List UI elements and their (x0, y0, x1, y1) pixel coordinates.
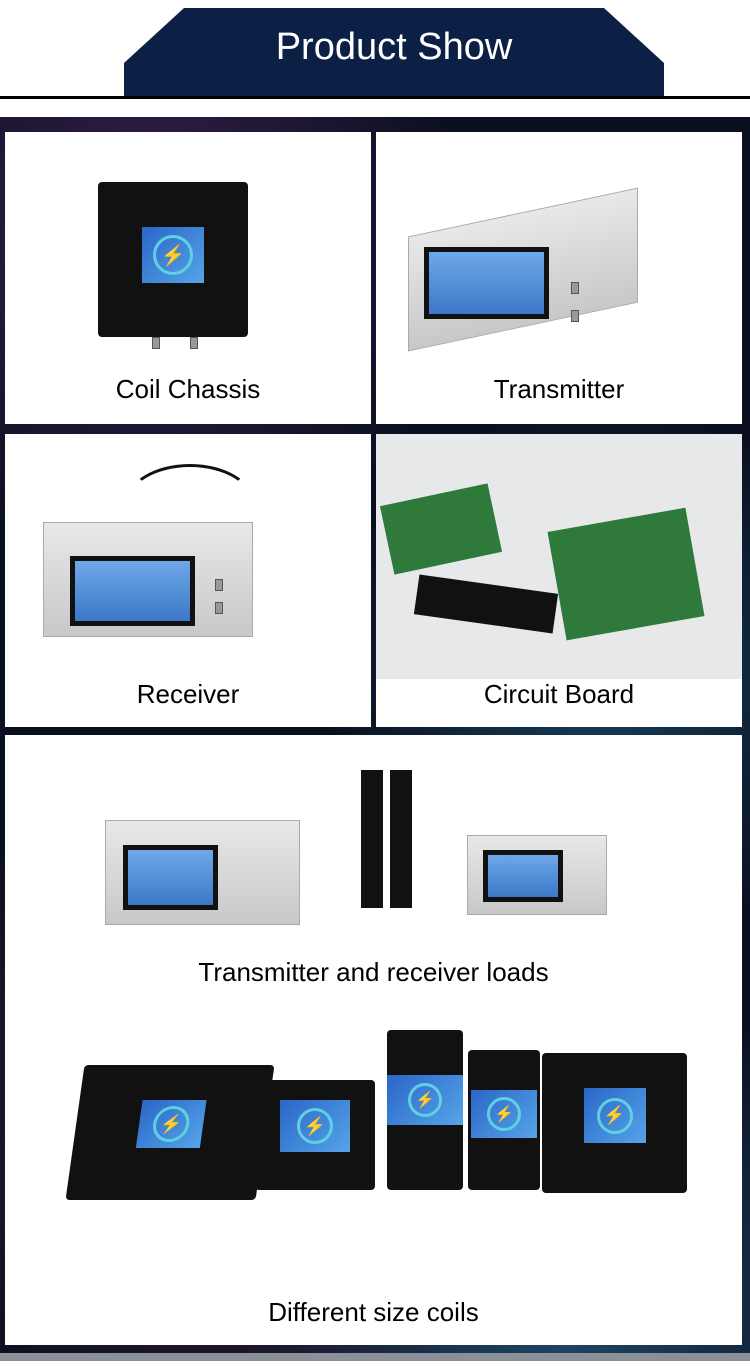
header-divider (0, 96, 750, 99)
panel-circuit-board: Circuit Board (376, 434, 742, 727)
section-title-tab: Product Show (124, 8, 664, 96)
caption: Transmitter (493, 374, 625, 404)
caption: Transmitter and receiver loads (198, 957, 549, 987)
caption: Receiver (136, 679, 240, 709)
caption: Circuit Board (483, 679, 635, 709)
coil-chassis-image: ⚡ (98, 182, 248, 337)
caption: Different size coils (268, 1297, 479, 1327)
caption: Coil Chassis (115, 374, 261, 404)
coil-medium: ⚡ (255, 1080, 375, 1190)
coil-pair-image (361, 770, 383, 908)
panel-receiver: Receiver (5, 434, 371, 727)
panel-transmitter: Transmitter (376, 132, 742, 424)
coil-narrow: ⚡ (468, 1050, 540, 1190)
section-title: Product Show (275, 26, 513, 68)
coil-tall: ⚡ (387, 1030, 463, 1190)
panel-coil-chassis: ⚡ Coil Chassis (5, 132, 371, 424)
coil-rect: ⚡ (542, 1053, 687, 1193)
panel-system-and-coils: Transmitter and receiver loads ⚡ ⚡ ⚡ ⚡ ⚡… (5, 735, 742, 1345)
coil-large: ⚡ (65, 1065, 275, 1200)
lightning-bolt-icon: ⚡ (153, 235, 193, 275)
